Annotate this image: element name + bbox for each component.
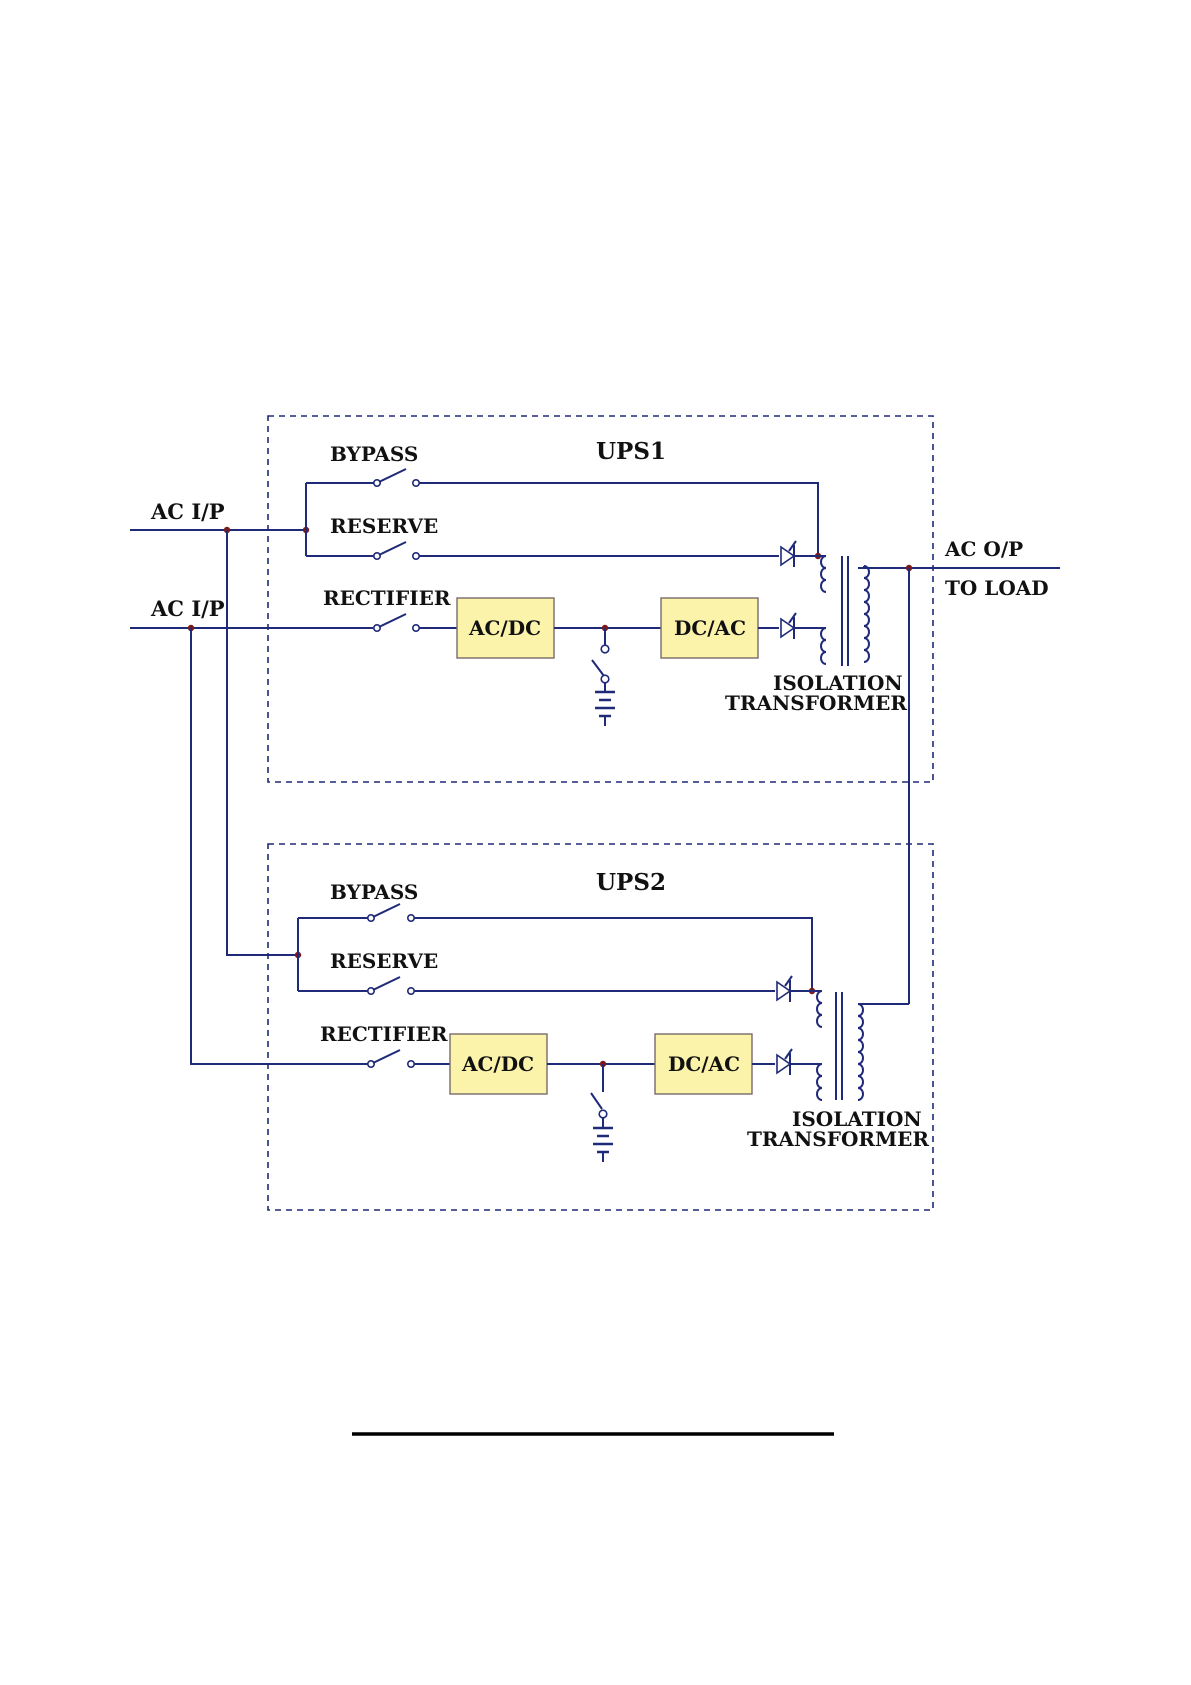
ups1-battery-switch [601,645,609,653]
ups1-inverter-thyristor [781,619,794,637]
ups2-inverter-thyristor [777,1055,790,1073]
ups1-bypass-line [419,483,818,556]
ups1-isolation-transformer [821,556,869,666]
ups2-bypass-switch [368,915,374,921]
ups1-acdc-label: AC/DC [468,616,541,640]
rectifier-feed-to-ups2 [191,628,371,1064]
ups2-reserve-thyristor [777,982,790,1000]
ups1-transformer-label-2: TRANSFORMER [725,691,907,715]
ups1-reserve-thyristor [781,547,794,565]
ups2-isolation-transformer [817,991,863,1100]
ups1-bypass-label: BYPASS [330,442,418,466]
ups1-rectifier-switch [374,625,380,631]
ac-input-2-label: AC I/P [150,596,225,621]
ups2-reserve-label: RESERVE [330,949,438,973]
ups2-title: UPS2 [596,869,666,896]
ups1-rectifier-label: RECTIFIER [323,586,451,610]
to-load-label: TO LOAD [945,576,1049,600]
ups2-rectifier-label: RECTIFIER [320,1022,448,1046]
ups2-bypass-line [414,918,812,991]
ac-input-1-label: AC I/P [150,499,225,524]
ups2-acdc-label: AC/DC [461,1052,534,1076]
ac-output-label: AC O/P [944,537,1023,561]
ups2-bypass-label: BYPASS [330,880,418,904]
ups2-rectifier-switch [368,1061,374,1067]
ups1-reserve-label: RESERVE [330,514,438,538]
ups1-title: UPS1 [596,438,666,465]
ups1-bypass-switch [374,480,380,486]
ups2-dcac-label: DC/AC [668,1052,740,1076]
ups2-battery-switch [599,1110,607,1118]
ups1-dcac-label: DC/AC [674,616,746,640]
ups2-transformer-label-2: TRANSFORMER [747,1127,929,1151]
ups2-battery-icon [593,1118,613,1162]
reserve-feed-to-ups2 [227,530,298,955]
ups1-reserve-switch [374,553,380,559]
ups2-reserve-switch [368,988,374,994]
ups1-battery-icon [595,683,615,726]
